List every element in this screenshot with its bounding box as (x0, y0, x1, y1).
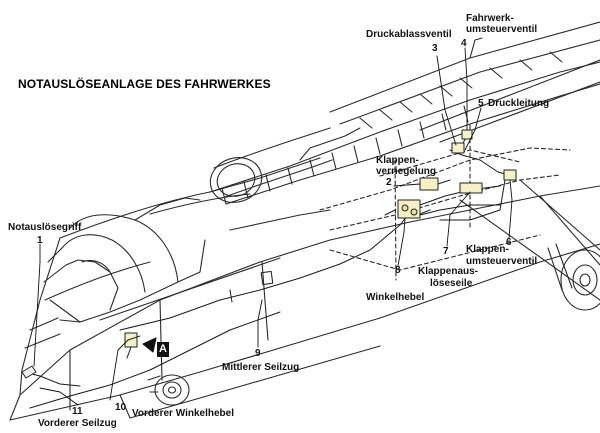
label-druckleitung: Druckleitung (488, 98, 550, 109)
number-5: 5 (478, 98, 484, 109)
marker-a-badge: A (157, 342, 169, 357)
number-8: 8 (395, 265, 401, 276)
number-11: 11 (72, 406, 83, 417)
number-4: 4 (461, 38, 467, 49)
number-9: 9 (255, 348, 261, 359)
label-vorderer-seilzug: Vorderer Seilzug (38, 418, 117, 429)
label-druckablassventil: Druckablassventil (366, 29, 452, 40)
label-klappen-umsteuerventil-2: umsteuerventil (466, 256, 538, 267)
number-3: 3 (432, 43, 438, 54)
fuselage-body (9, 185, 600, 421)
canopy (24, 197, 206, 349)
warning-flag-icon (142, 337, 157, 353)
label-klappen-umsteuerventil-1: Klappen- (466, 244, 509, 255)
leader-lines (33, 47, 513, 406)
number-6: 6 (506, 237, 512, 248)
nose-gear (147, 374, 190, 406)
label-klappenausloeseseile-2: löseseile (430, 278, 473, 289)
label-fahrwerk-umsteuerventil-1: Fahrwerk- (466, 13, 514, 24)
hydraulic-bay (319, 124, 571, 281)
label-klappenverriegelung-2: verriegelung (376, 166, 437, 177)
number-7: 7 (443, 246, 449, 257)
label-fahrwerk-umsteuerventil-2: umsteuerventil (466, 24, 538, 35)
fuselage-spine (59, 61, 600, 239)
air-intake (209, 127, 333, 203)
diagram-title: NOTAUSLÖSEANLAGE DES FAHRWERKES (18, 77, 271, 91)
main-gear (547, 243, 600, 311)
number-1: 1 (37, 235, 43, 246)
lower-wing (459, 179, 600, 301)
number-2: 2 (386, 177, 392, 188)
label-klappenverriegelung-1: Klappen- (376, 155, 419, 166)
components (21, 129, 517, 379)
label-vorderer-winkelhebel: Vorderer Winkelhebel (132, 408, 234, 419)
label-winkelhebel: Winkelhebel (366, 292, 425, 303)
label-notausloesegriff: Notauslösegriff (8, 222, 82, 233)
label-mittlerer-seilzug: Mittlerer Seilzug (222, 362, 300, 373)
label-klappenausloeseseile-1: Klappenaus- (418, 266, 479, 277)
number-10: 10 (115, 402, 127, 413)
